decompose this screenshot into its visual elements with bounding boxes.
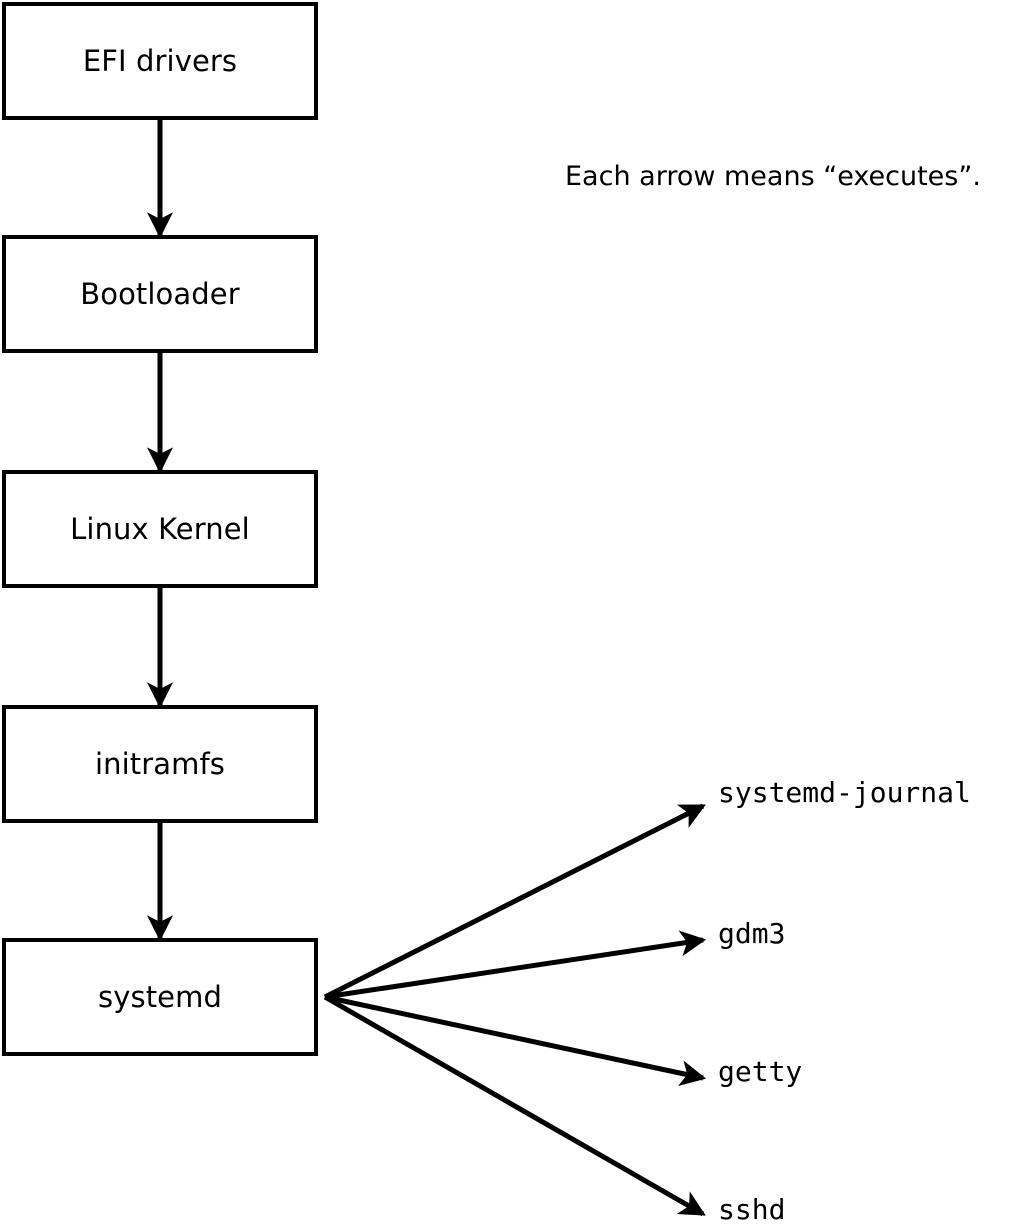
service-label-getty: getty <box>718 1055 803 1088</box>
service-label-gdm3: gdm3 <box>718 917 786 950</box>
stage-box-label: Bootloader <box>80 276 240 311</box>
stage-box-label: Linux Kernel <box>70 511 250 546</box>
stage-box-label: EFI drivers <box>82 43 238 78</box>
stage-box-linux-kernel: Linux Kernel <box>2 470 318 588</box>
fanout-arrow-systemd-to-gdm3 <box>324 930 707 1000</box>
stage-box-efi-drivers: EFI drivers <box>2 2 318 120</box>
stage-box-label: initramfs <box>94 746 226 781</box>
stage-box-label: systemd <box>98 979 222 1014</box>
arrow-legend-annotation: Each arrow means “executes”. <box>565 161 981 192</box>
service-label-systemd-journal: systemd-journal <box>718 776 971 809</box>
fanout-arrow-systemd-to-sshd <box>323 994 706 1217</box>
service-fanout-arrows <box>323 803 707 1217</box>
stage-box-initramfs: initramfs <box>2 705 318 823</box>
service-label-sshd: sshd <box>718 1193 786 1226</box>
fanout-arrow-systemd-to-getty <box>324 994 707 1086</box>
stage-box-systemd: systemd <box>2 938 318 1056</box>
stage-box-bootloader: Bootloader <box>2 235 318 353</box>
fanout-arrow-systemd-to-systemd-journal <box>323 803 706 1000</box>
